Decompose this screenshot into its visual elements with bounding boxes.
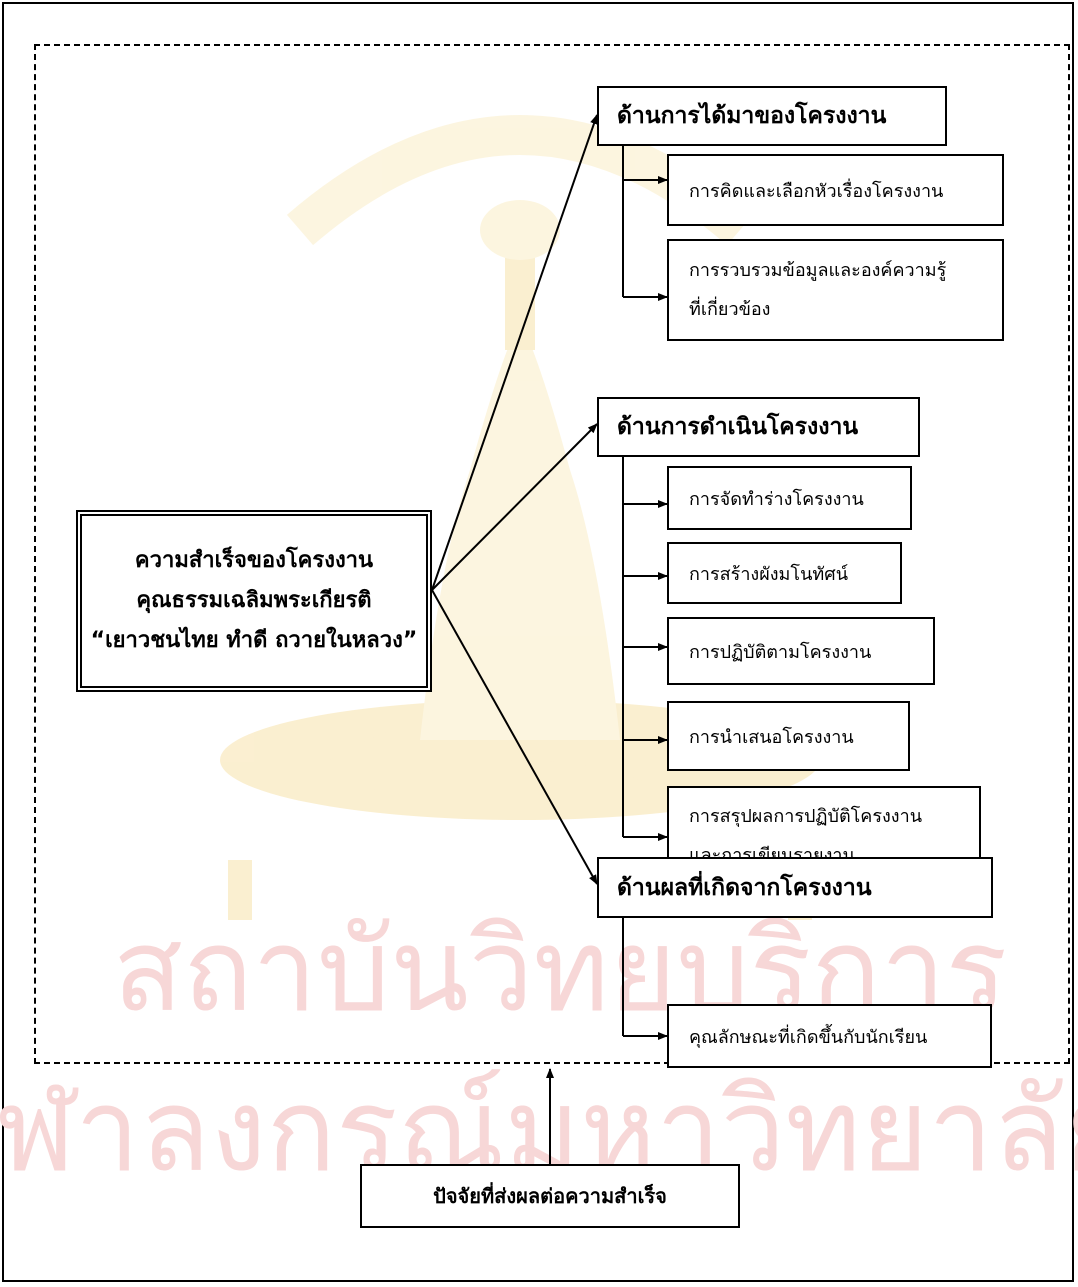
center-title-line-2: คุณธรรมเฉลิมพระเกียรติ xyxy=(136,588,372,613)
arrow-to-category-2 xyxy=(431,423,598,591)
category-box-outcome: ด้านผลที่เกิดจากโครงงาน xyxy=(597,857,993,918)
category-box-acquisition: ด้านการได้มาของโครงงาน xyxy=(597,86,947,146)
arrow-to-category-1 xyxy=(431,114,598,591)
category-title: ด้านผลที่เกิดจากโครงงาน xyxy=(617,874,872,901)
item-box: คุณลักษณะที่เกิดขึ้นกับนักเรียน xyxy=(667,1004,992,1068)
center-box: ความสำเร็จของโครงงาน คุณธรรมเฉลิมพระเกีย… xyxy=(76,510,432,692)
item-label: คุณลักษณะที่เกิดขึ้นกับนักเรียน xyxy=(689,1026,928,1048)
item-box: การจัดทำร่างโครงงาน xyxy=(667,466,912,530)
factor-box: ปัจจัยที่ส่งผลต่อความสำเร็จ xyxy=(360,1164,740,1228)
item-box: การคิดและเลือกหัวเรื่องโครงงาน xyxy=(667,154,1004,226)
arrow-to-category-3 xyxy=(431,589,598,885)
item-label: การรวบรวมข้อมูลและองค์ความรู้ ที่เกี่ยวข… xyxy=(689,260,947,320)
item-box: การนำเสนอโครงงาน xyxy=(667,701,910,771)
dashed-boundary xyxy=(34,44,1070,1064)
item-label: การจัดทำร่างโครงงาน xyxy=(689,488,864,510)
category-title: ด้านการได้มาของโครงงาน xyxy=(617,103,887,129)
item-box: การปฏิบัติตามโครงงาน xyxy=(667,617,935,685)
category-title: ด้านการดำเนินโครงงาน xyxy=(617,414,859,440)
item-label: การปฏิบัติตามโครงงาน xyxy=(689,641,872,663)
center-title-line-1: ความสำเร็จของโครงงาน xyxy=(134,548,374,573)
factor-label: ปัจจัยที่ส่งผลต่อความสำเร็จ xyxy=(433,1184,667,1208)
category-box-operation: ด้านการดำเนินโครงงาน xyxy=(597,397,920,457)
item-label: การนำเสนอโครงงาน xyxy=(689,726,854,748)
item-label: การสร้างผังมโนทัศน์ xyxy=(689,563,848,585)
item-label: การคิดและเลือกหัวเรื่องโครงงาน xyxy=(689,180,944,202)
item-box: การสร้างผังมโนทัศน์ xyxy=(667,542,902,604)
center-title-line-3: “เยาวชนไทย ทำดี ถวายในหลวง” xyxy=(90,628,418,653)
item-box: การรวบรวมข้อมูลและองค์ความรู้ ที่เกี่ยวข… xyxy=(667,239,1004,341)
